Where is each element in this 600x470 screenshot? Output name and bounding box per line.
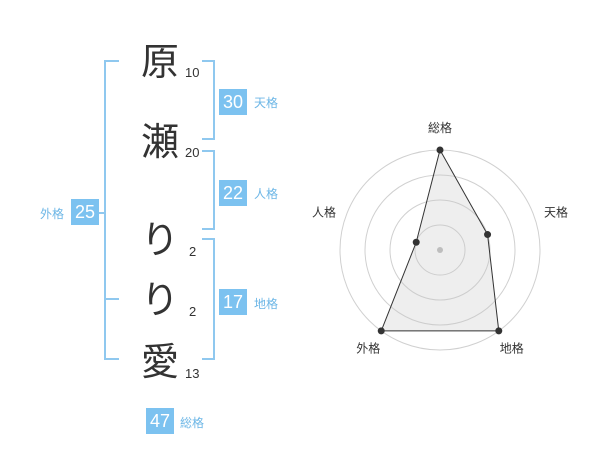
radar-shape-group <box>377 146 503 335</box>
name-char-5: 愛 <box>140 340 179 384</box>
radar-grid-ring <box>389 199 491 301</box>
radar-axis-label-3: 外格 <box>356 341 380 356</box>
stroke-count-4: 2 <box>189 304 197 319</box>
jinkaku-score: 22 <box>219 180 247 206</box>
name-char-3: り <box>140 218 179 262</box>
tenkaku-bracket-bottom <box>202 138 215 140</box>
radar-axis-label-2: 地格 <box>500 341 524 356</box>
gaikaku-score: 25 <box>71 199 99 225</box>
gaikaku-bracket-top <box>104 60 119 62</box>
radar-axis-label-1: 天格 <box>544 204 568 219</box>
tenkaku-label: 天格 <box>254 96 279 110</box>
gaikaku-bracket-tick <box>97 212 105 214</box>
radar-grid-ring <box>414 224 466 276</box>
tenkaku-bracket-vertical <box>213 60 215 140</box>
chikaku-bracket-vertical <box>213 238 215 360</box>
chikaku-score: 17 <box>219 289 247 315</box>
gaikaku-bracket-bottom <box>104 358 119 360</box>
soukaku-score: 47 <box>146 408 174 434</box>
jinkaku-bracket-vertical <box>213 150 215 230</box>
radar-data-polygon <box>380 148 500 332</box>
stroke-count-2: 20 <box>185 145 200 160</box>
radar-point-4 <box>412 238 420 246</box>
radar-point-2 <box>495 327 503 335</box>
soukaku-label: 総格 <box>180 416 205 430</box>
name-char-4: り <box>140 278 179 322</box>
chikaku-bracket-bottom <box>202 358 215 360</box>
stroke-count-1: 10 <box>185 65 200 80</box>
tenkaku-bracket-top <box>202 60 215 62</box>
name-char-1: 原 <box>140 40 179 84</box>
gaikaku-bracket-mid <box>104 298 119 300</box>
radar-grid-ring <box>364 174 516 326</box>
radar-axis-label-0: 総格 <box>428 120 452 135</box>
chikaku-bracket-top <box>202 238 215 240</box>
radar-point-1 <box>484 231 492 239</box>
name-char-2: 瀬 <box>140 120 179 164</box>
stroke-count-3: 2 <box>189 244 197 259</box>
gaikaku-label: 外格 <box>40 207 65 221</box>
gaikaku-bracket-vertical <box>104 60 106 360</box>
radar-center-dot <box>437 247 443 253</box>
chikaku-label: 地格 <box>254 297 279 311</box>
jinkaku-bracket-bottom <box>202 228 215 230</box>
radar-point-0 <box>436 146 444 154</box>
jinkaku-label: 人格 <box>254 187 279 201</box>
radar-axis-label-4: 人格 <box>312 204 336 219</box>
tenkaku-score: 30 <box>219 89 247 115</box>
stroke-count-5: 13 <box>185 366 200 381</box>
jinkaku-bracket-top <box>202 150 215 152</box>
radar-point-3 <box>377 327 385 335</box>
